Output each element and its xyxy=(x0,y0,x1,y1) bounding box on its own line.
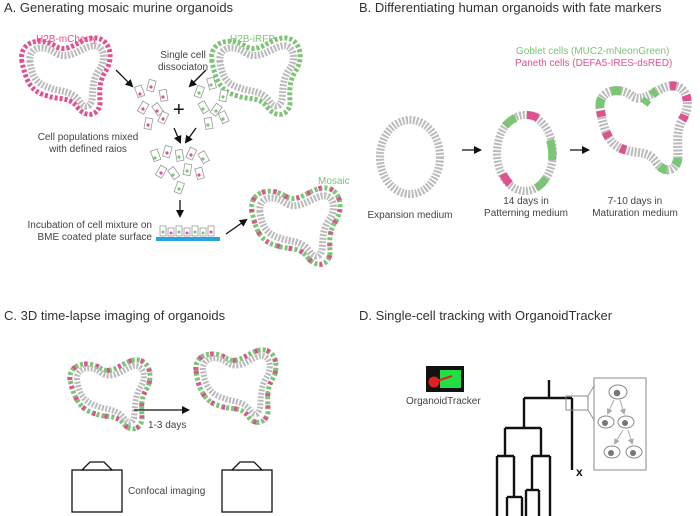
plus-sign: + xyxy=(173,99,185,121)
organoid-expansion xyxy=(376,116,444,198)
organoidtracker-label: OrganoidTracker xyxy=(406,396,481,407)
label-incubation-line2: BME coated plate surface xyxy=(37,232,152,243)
panel-c-title: C. 3D time-lapse imaging of organoids xyxy=(4,308,226,323)
label-incubation: Incubation of cell mixture on BME coated… xyxy=(6,220,152,244)
label-mixed: Cell populations mixed with defined raio… xyxy=(22,132,154,156)
stage-patterning-line1: 14 days in xyxy=(503,196,549,207)
lineage-tree xyxy=(495,380,574,516)
organoid-timelapse-before xyxy=(67,357,153,432)
organoid-patterning xyxy=(493,110,557,195)
panel-a-arrows xyxy=(115,69,248,235)
label-mixed-line2: with defined raios xyxy=(49,144,127,155)
stage-patterning-line2: Patterning medium xyxy=(484,208,568,219)
bme-plate xyxy=(156,225,220,241)
label-h2b-mcherry: H2B-mCherry xyxy=(36,34,98,45)
label-single-cell-line2: dissociaton xyxy=(157,62,209,73)
dissociated-cells-pink xyxy=(133,78,170,131)
label-interval: 1-3 days xyxy=(148,420,187,431)
zoom-line-bottom xyxy=(587,409,595,421)
label-confocal: Confocal imaging xyxy=(128,486,206,497)
zoom-line-top xyxy=(587,385,595,397)
stage-maturation-line2: Maturation medium xyxy=(592,208,678,219)
label-single-cell: Single cell dissociaton xyxy=(140,50,226,74)
legend-paneth: Paneth cells (DEFA5-IRES-dsRED) xyxy=(515,58,673,69)
organoidtracker-logo-icon xyxy=(426,366,464,392)
cell-death-mark: x xyxy=(576,465,583,479)
organoid-maturation xyxy=(595,81,692,175)
dissociated-cells-green xyxy=(193,76,230,130)
stage-expansion: Expansion medium xyxy=(367,210,453,221)
organoid-timelapse-after xyxy=(193,347,279,425)
organoid-mcherry xyxy=(19,35,113,117)
label-incubation-line1: Incubation of cell mixture on xyxy=(27,220,152,231)
panel-d-title: D. Single-cell tracking with OrganoidTra… xyxy=(359,308,613,323)
stage-patterning: 14 days in Patterning medium xyxy=(474,196,578,220)
organoid-mosaic xyxy=(249,185,343,267)
label-mosaic: Mosaic xyxy=(318,176,350,187)
label-mixed-line1: Cell populations mixed xyxy=(37,132,139,143)
organoid-irfp xyxy=(209,35,303,117)
label-single-cell-line1: Single cell xyxy=(160,50,206,61)
panel-b-title: B. Differentiating human organoids with … xyxy=(359,0,662,15)
legend-goblet: Goblet cells (MUC2-mNeonGreen) xyxy=(516,46,670,57)
stage-maturation: 7-10 days in Maturation medium xyxy=(580,196,690,220)
confocal-microscope-icon xyxy=(71,461,273,513)
zoom-box xyxy=(565,395,589,411)
stage-maturation-line1: 7-10 days in xyxy=(607,196,663,207)
panel-a-title: A. Generating mosaic murine organoids xyxy=(4,0,234,15)
zoom-inset xyxy=(593,377,647,471)
mixed-cells xyxy=(149,144,211,195)
label-h2b-irfp: H2B-iRFP xyxy=(230,34,276,45)
